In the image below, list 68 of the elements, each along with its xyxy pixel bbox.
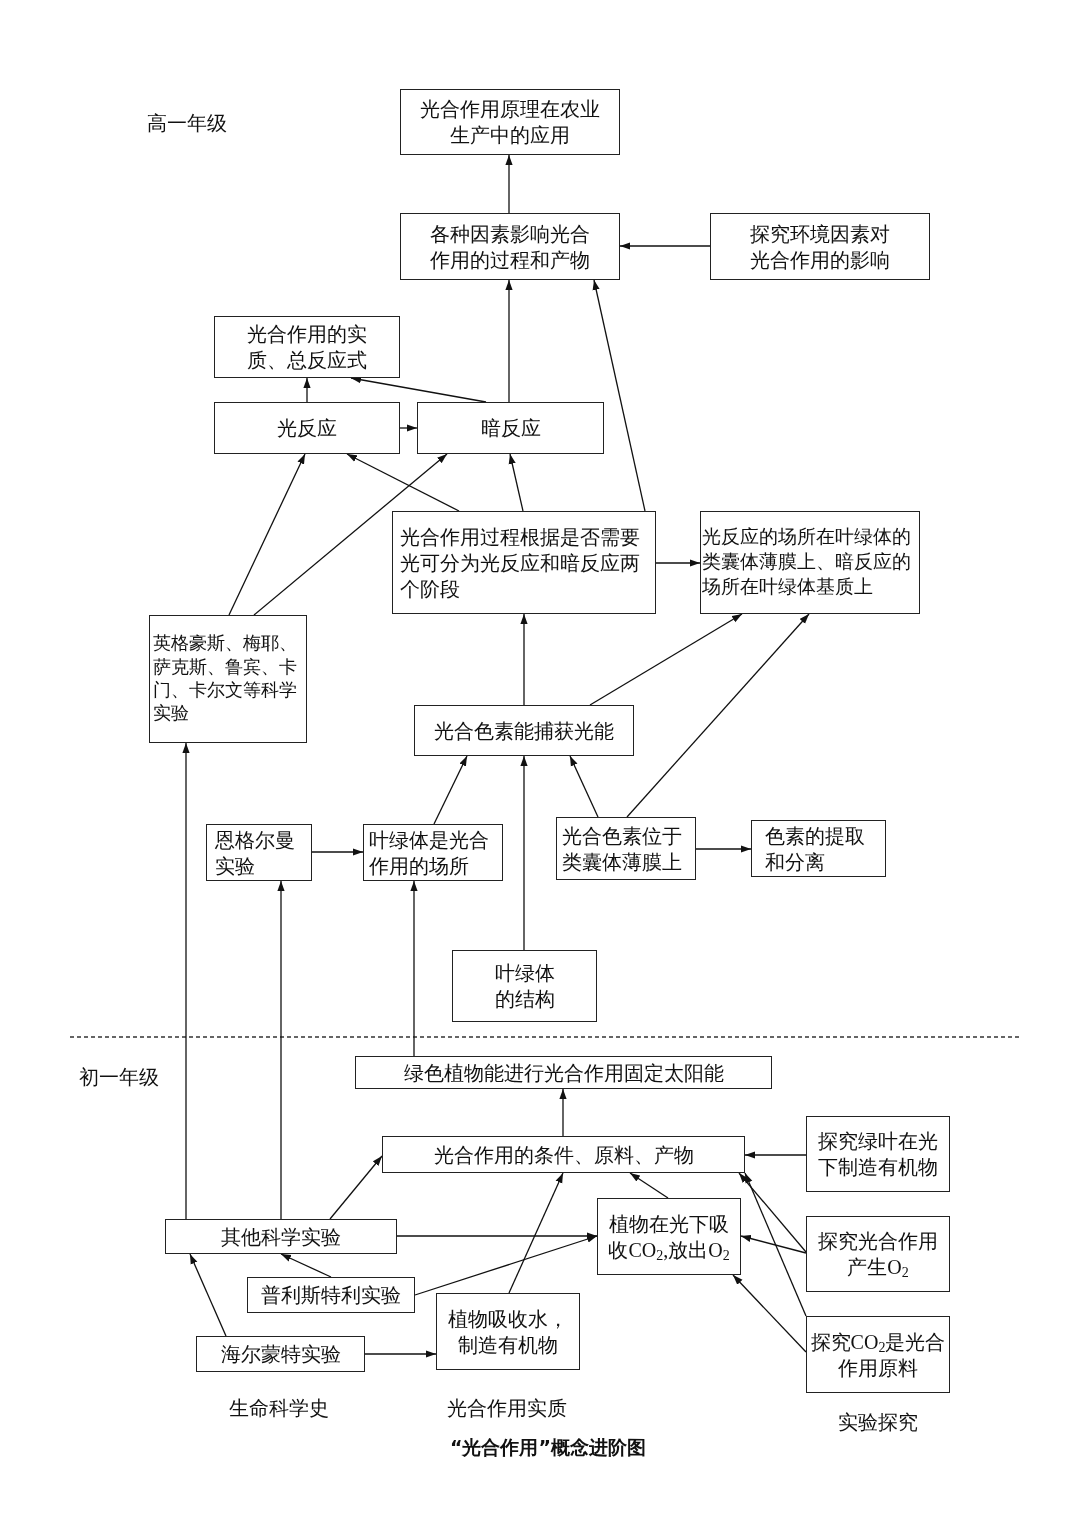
concept-box: 植物吸收水，制造有机物: [436, 1293, 580, 1370]
column-label: 生命科学史: [229, 1396, 329, 1420]
arrow: [508, 453, 524, 512]
concept-box: 光合作用过程根据是否需要光可分为光反应和暗反应两个阶段: [392, 511, 656, 614]
concept-box: 色素的提取和分离: [751, 820, 886, 877]
arrow: [569, 755, 599, 818]
concept-box: 光合色素位于类囊体薄膜上: [556, 817, 696, 880]
diagram-caption: “光合作用”概念进阶图: [450, 1435, 646, 1459]
arrow: [364, 1350, 437, 1358]
arrow: [744, 1151, 807, 1159]
grade-label: 高一年级: [147, 111, 227, 135]
concept-box: 探究绿叶在光下制造有机物: [806, 1116, 950, 1192]
concept-box: 光反应: [214, 402, 400, 454]
arrow: [695, 845, 752, 853]
arrow: [303, 377, 311, 403]
arrow: [505, 279, 513, 403]
concept-box: 探究CO$_{2}$是光合作用原料: [806, 1316, 950, 1393]
arrow: [182, 742, 190, 1220]
concept-box: 植物在光下吸收CO$_{2}$,放出O$_{2}$: [597, 1198, 741, 1275]
arrow: [253, 453, 448, 616]
arrow: [280, 1253, 332, 1278]
arrow: [744, 1172, 807, 1317]
arrow: [738, 1172, 807, 1253]
arrow: [740, 1235, 807, 1254]
arrow: [311, 848, 364, 856]
arrow: [189, 1253, 227, 1337]
concept-box: 探究环境因素对光合作用的影响: [710, 213, 930, 280]
concept-box: 海尔蒙特实验: [196, 1336, 365, 1372]
arrow: [399, 424, 418, 432]
arrow: [626, 613, 810, 818]
concept-box: 光合作用的实质、总反应式: [214, 316, 400, 378]
column-label: 光合作用实质: [447, 1396, 567, 1420]
arrow: [619, 242, 711, 250]
concept-box: 其他科学实验: [165, 1219, 397, 1254]
arrow: [589, 613, 743, 706]
arrow: [346, 453, 460, 512]
concept-box: 各种因素影响光合作用的过程和产物: [400, 213, 620, 280]
concept-box: 恩格尔曼实验: [206, 824, 312, 881]
arrow: [520, 755, 528, 951]
concept-box: 英格豪斯、梅耶、萨克斯、鲁宾、卡门、卡尔文等科学实验: [149, 615, 307, 743]
arrow: [655, 559, 701, 567]
arrow: [329, 1155, 383, 1220]
concept-box: 暗反应: [417, 402, 604, 454]
arrow: [396, 1232, 598, 1240]
concept-box: 叶绿体的结构: [452, 950, 597, 1022]
arrow: [508, 1172, 564, 1294]
arrow: [228, 453, 306, 616]
arrow: [505, 154, 513, 214]
concept-box: 光合作用的条件、原料、产物: [382, 1136, 745, 1173]
concept-box: 探究光合作用产生O$_{2}$: [806, 1216, 950, 1292]
arrow: [629, 1172, 669, 1199]
arrow: [414, 1235, 598, 1296]
arrow: [350, 376, 487, 403]
arrow: [559, 1088, 567, 1137]
grade-label: 初一年级: [79, 1065, 159, 1089]
concept-box: 光合色素能捕获光能: [414, 705, 634, 756]
concept-box: 普利斯特利实验: [247, 1277, 415, 1313]
arrow: [277, 880, 285, 1220]
concept-box: 叶绿体是光合作用的场所: [363, 824, 503, 881]
concept-box: 绿色植物能进行光合作用固定太阳能: [355, 1056, 772, 1089]
concept-box: 光反应的场所在叶绿体的类囊体薄膜上、暗反应的场所在叶绿体基质上: [700, 511, 920, 614]
arrow: [592, 279, 646, 512]
concept-box: 光合作用原理在农业生产中的应用: [400, 89, 620, 155]
column-label: 实验探究: [838, 1410, 918, 1434]
arrow: [433, 755, 468, 825]
arrow: [520, 613, 528, 706]
arrow: [410, 880, 418, 1057]
arrow: [732, 1274, 807, 1353]
